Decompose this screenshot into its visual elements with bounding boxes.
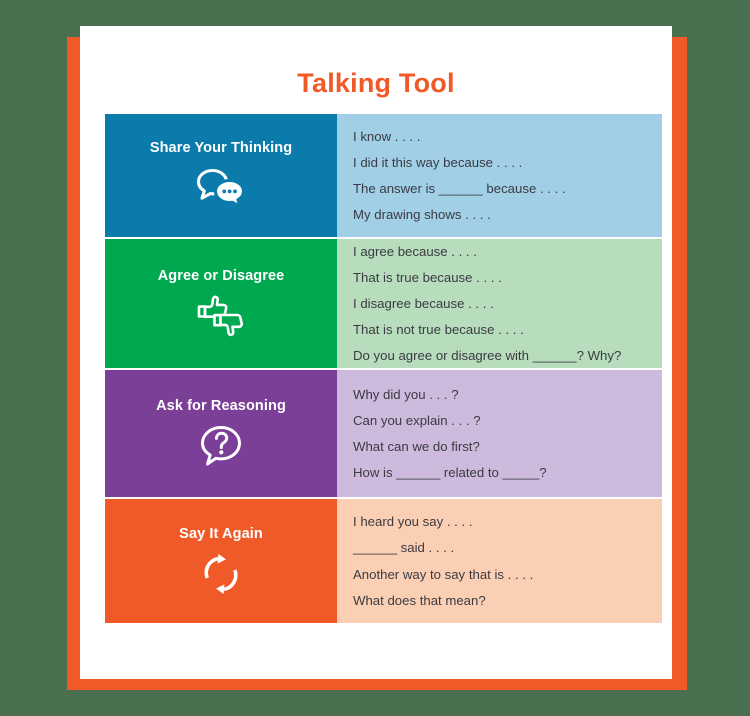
phrase: How is ______ related to _____? [353, 465, 547, 481]
table-row: Agree or Disagree [105, 239, 662, 368]
speech-bubbles-icon [195, 165, 247, 211]
row-label: Share Your Thinking [149, 140, 293, 156]
refresh-loop-icon [195, 551, 247, 597]
row-header-ask-for-reasoning: Ask for Reasoning [105, 370, 337, 497]
phrase: I know . . . . [353, 128, 421, 144]
row-header-say-it-again: Say It Again [105, 499, 337, 623]
phrase: That is not true because . . . . [353, 322, 524, 338]
row-phrases-agree-or-disagree: I agree because . . . . That is true bec… [337, 239, 662, 368]
row-header-agree-or-disagree: Agree or Disagree [105, 239, 337, 368]
row-phrases-ask-for-reasoning: Why did you . . . ? Can you explain . . … [337, 370, 662, 497]
page-title: Talking Tool [297, 68, 455, 98]
phrase: Can you explain . . . ? [353, 412, 481, 428]
phrase: What does that mean? [353, 592, 486, 608]
thumbs-up-down-icon [195, 293, 247, 339]
phrase: I agree because . . . . [353, 243, 477, 259]
question-bubble-icon [195, 423, 247, 469]
phrase: Why did you . . . ? [353, 386, 459, 402]
table-row: Share Your Thinking I know . . . . I di [105, 114, 662, 237]
row-label: Ask for Reasoning [156, 398, 286, 414]
phrase: ______ said . . . . [353, 540, 455, 556]
row-phrases-share-your-thinking: I know . . . . I did it this way because… [337, 114, 662, 237]
row-label: Agree or Disagree [157, 268, 285, 284]
phrase: Another way to say that is . . . . [353, 566, 534, 582]
table-row: Say It Again I heard you say . . . . ___… [105, 499, 662, 623]
table-row: Ask for Reasoning Why did you . . . ? Ca… [105, 370, 662, 497]
row-header-share-your-thinking: Share Your Thinking [105, 114, 337, 237]
strategy-rows: Share Your Thinking I know . . . . I di [105, 114, 662, 625]
phrase: I disagree because . . . . [353, 295, 494, 311]
phrase: That is true because . . . . [353, 269, 502, 285]
row-phrases-say-it-again: I heard you say . . . . ______ said . . … [337, 499, 662, 623]
phrase: Do you agree or disagree with ______? Wh… [353, 348, 622, 364]
phrase: What can we do first? [353, 439, 480, 454]
phrase: My drawing shows . . . . [353, 207, 491, 223]
phrase: I did it this way because . . . . [353, 154, 523, 170]
talking-tool-card: Talking Tool Share Your Thinking [80, 26, 672, 679]
phrase: The answer is ______ because . . . . [353, 181, 566, 196]
row-label: Say It Again [179, 525, 263, 542]
phrase: I heard you say . . . . [353, 514, 473, 530]
